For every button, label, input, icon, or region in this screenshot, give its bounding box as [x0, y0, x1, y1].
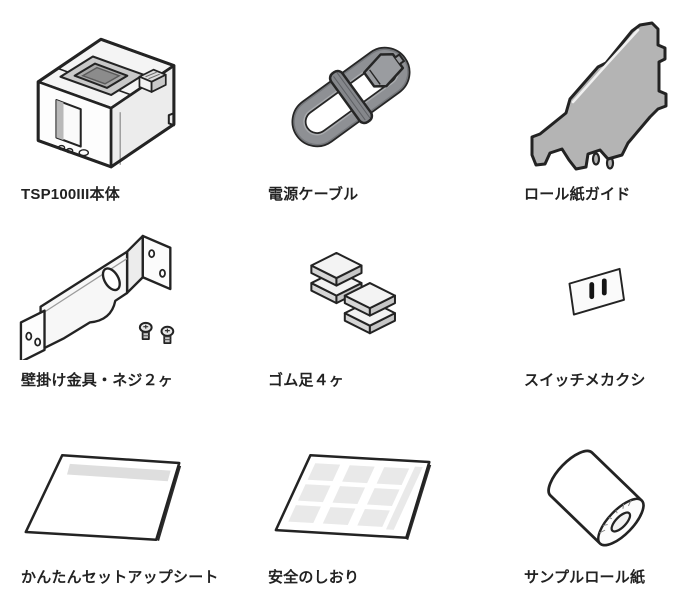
package-item-label: TSP100III本体 — [21, 185, 120, 203]
package-item-setup-sheet: かんたんセットアップシート — [0, 406, 247, 600]
sample-paper-roll-icon — [503, 406, 689, 570]
package-item-switch-cover: スイッチメカクシ — [503, 210, 689, 406]
wall-bracket-screws-icon — [0, 210, 226, 373]
rubber-feet-icon — [247, 210, 482, 373]
package-item-printer: TSP100III本体 — [0, 0, 247, 210]
package-item-wall-bracket: 壁掛け金具・ネジ２ヶ — [0, 210, 247, 406]
printer-icon — [0, 0, 226, 187]
package-item-label: サンプルロール紙 — [524, 568, 646, 586]
setup-sheet-icon — [0, 406, 226, 570]
power-cable-icon — [247, 0, 482, 187]
package-item-label: 電源ケーブル — [268, 185, 359, 203]
package-item-rubber-feet: ゴム足４ヶ — [247, 210, 503, 406]
safety-leaflet-icon — [247, 406, 482, 570]
package-item-label: 壁掛け金具・ネジ２ヶ — [21, 371, 174, 389]
package-item-roll-paper-guide: ロール紙ガイド — [503, 0, 689, 210]
screw-icon — [159, 326, 174, 345]
package-item-sample-roll: サンプルロール紙 — [503, 406, 689, 600]
package-item-label: かんたんセットアップシート — [21, 568, 219, 586]
switch-cover-icon — [503, 210, 689, 373]
package-item-power-cable: 電源ケーブル — [247, 0, 503, 210]
package-item-label: ゴム足４ヶ — [268, 371, 345, 389]
roll-paper-guide-icon — [503, 0, 689, 187]
package-item-label: スイッチメカクシ — [524, 371, 646, 389]
package-item-label: ロール紙ガイド — [524, 185, 631, 203]
screw-icon — [138, 322, 153, 341]
package-item-label: 安全のしおり — [268, 568, 360, 586]
package-item-safety-leaflet: 安全のしおり — [247, 406, 503, 600]
